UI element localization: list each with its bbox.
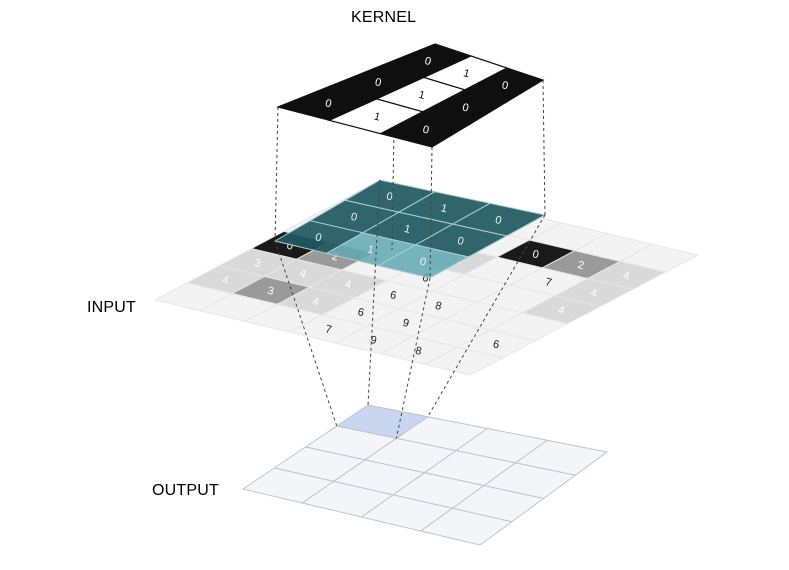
overlay-cell-value: 0 bbox=[385, 190, 394, 203]
overlay-cell-value: 1 bbox=[403, 223, 412, 236]
input-cell bbox=[423, 346, 505, 376]
input-cell-value: 4 bbox=[589, 287, 598, 300]
input-cell-value: 4 bbox=[344, 278, 353, 291]
input-cell-value: 8 bbox=[434, 300, 443, 313]
input-cell-value: 4 bbox=[311, 295, 320, 308]
overlay-cell-value: 1 bbox=[366, 244, 375, 257]
projection-line bbox=[429, 146, 433, 279]
overlay-cell-value: 0 bbox=[494, 214, 503, 227]
kernel-cell-value: 1 bbox=[462, 67, 471, 80]
input-cell-value: 2 bbox=[576, 259, 585, 272]
input-cell-value: 6 bbox=[356, 306, 365, 319]
overlay-cell-value: 0 bbox=[314, 231, 323, 244]
input-cell-value: 3 bbox=[266, 285, 275, 298]
kernel-cell-value: 0 bbox=[421, 124, 430, 137]
output-grid bbox=[241, 404, 609, 546]
kernel-grid: 0 1 0 0 1 0 0 1 0 bbox=[276, 43, 545, 148]
projection-lines bbox=[274, 79, 546, 439]
kernel-cell-value: 0 bbox=[324, 97, 333, 110]
input-cell-value: 9 bbox=[401, 317, 410, 330]
kernel-cell-value: 1 bbox=[373, 111, 382, 124]
input-cell-value: 9 bbox=[369, 334, 378, 347]
kernel-cell-value: 0 bbox=[374, 76, 383, 89]
output-cell bbox=[419, 507, 513, 546]
projection-line bbox=[427, 214, 546, 418]
input-cell-value: 8 bbox=[414, 345, 423, 358]
input-cell-value: 4 bbox=[622, 270, 631, 283]
input-cell-value: 7 bbox=[324, 323, 333, 336]
input-cell-value: 2 bbox=[331, 250, 340, 263]
projection-line bbox=[274, 106, 279, 242]
kernel-cell-value: 0 bbox=[423, 55, 432, 68]
projection-line bbox=[367, 179, 381, 406]
overlay-cell-value: 1 bbox=[440, 202, 449, 215]
input-cell-value: 4 bbox=[298, 268, 307, 281]
kernel-cell-value: 0 bbox=[461, 102, 470, 115]
projection-line bbox=[274, 240, 338, 427]
output-label: OUTPUT bbox=[152, 482, 219, 499]
kernel-cell-value: 0 bbox=[501, 79, 510, 92]
input-cell-value: 7 bbox=[544, 276, 553, 289]
overlay-cell-value: 0 bbox=[350, 211, 359, 224]
kernel-cell-value: 1 bbox=[417, 89, 426, 102]
input-grid: 024474026434468434696798 bbox=[153, 179, 700, 376]
input-cell-value: 4 bbox=[221, 274, 230, 287]
input-cell-value: 0 bbox=[285, 240, 294, 253]
overlay-cell-value: 0 bbox=[418, 256, 427, 269]
input-label: INPUT bbox=[87, 299, 136, 316]
input-cell-value: 6 bbox=[389, 289, 398, 302]
input-cell-value: 4 bbox=[557, 304, 566, 317]
overlay-cell-value: 0 bbox=[456, 235, 465, 248]
input-cell-value: 6 bbox=[492, 338, 501, 351]
projection-line bbox=[391, 127, 395, 251]
input-cell-value: 6 bbox=[421, 272, 430, 285]
kernel-overlay-on-input: 0 1 0 0 1 0 0 1 0 bbox=[273, 179, 547, 279]
kernel-cell bbox=[379, 111, 471, 148]
kernel-title: KERNEL bbox=[351, 9, 417, 26]
input-cell-value: 3 bbox=[253, 257, 262, 270]
input-cell-value: 0 bbox=[531, 248, 540, 261]
projection-line bbox=[542, 79, 546, 216]
